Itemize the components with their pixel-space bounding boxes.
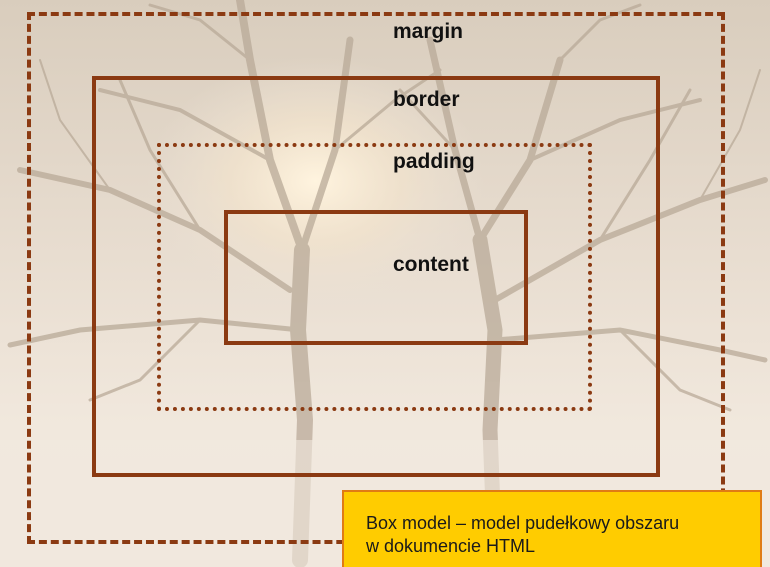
- margin-label: margin: [393, 20, 464, 43]
- border-label: border: [393, 88, 460, 111]
- padding-label: padding: [393, 150, 475, 173]
- caption-box: Box model – model pudełkowy obszaru w do…: [342, 490, 762, 567]
- content-box-outline: [224, 210, 528, 345]
- caption-line-1: Box model – model pudełkowy obszaru: [366, 513, 680, 533]
- padding-box-outline: [157, 143, 592, 411]
- border-box-outline: [92, 76, 660, 477]
- content-label: content: [393, 253, 469, 276]
- caption-line-2: w dokumencie HTML: [366, 536, 536, 556]
